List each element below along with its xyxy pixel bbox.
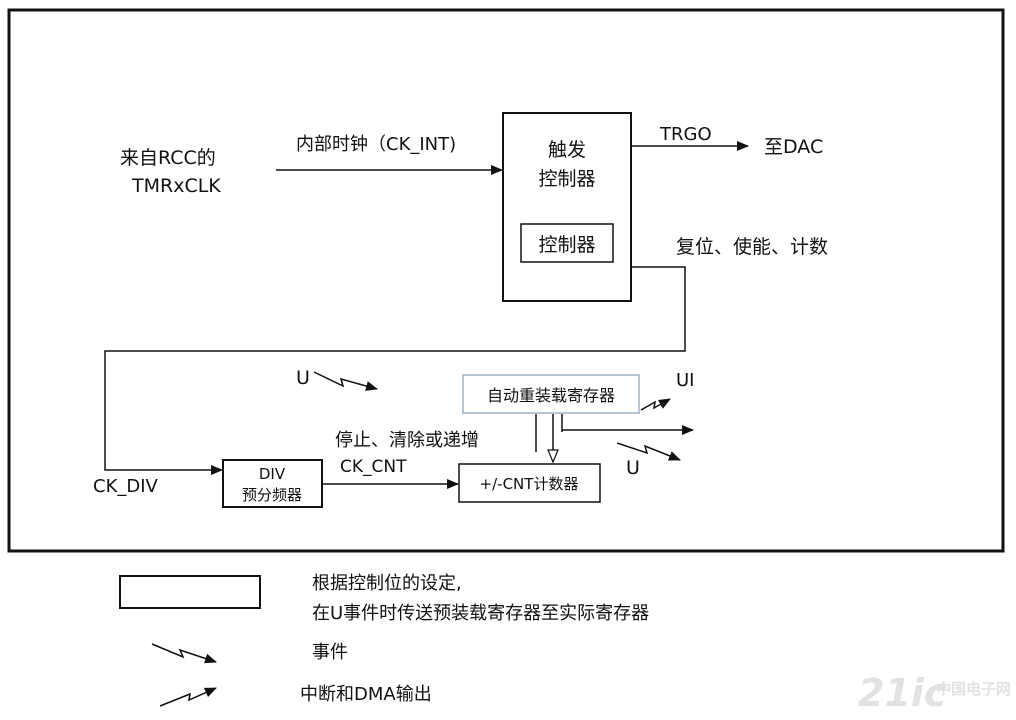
ui-label: UI [676,370,694,391]
outer-frame [7,8,1005,553]
ck-div-label: CK_DIV [93,476,159,497]
div-prescaler-block [222,459,323,508]
trgo-label: TRGO [659,124,712,145]
trigger-controller-block [502,112,632,302]
auto-reload-label: 自动重装载寄存器 [487,386,615,405]
rcc-label-line2: TMRxCLK [131,175,221,197]
legend-box-desc-line1: 根据控制位的设定, [312,573,462,594]
trigger-label-line1: 触发 [548,139,586,161]
watermark-brand: 21ic [858,671,947,715]
event-zigzag-right [616,442,681,461]
stop-clear-label: 停止、清除或递增 [335,430,479,451]
auto-reload-register [462,374,640,414]
legend-event-symbol [151,643,217,664]
ck-int-label: 内部时钟（CK_INT) [296,134,456,155]
controller-box [520,223,614,263]
legend-box-desc-line2: 在U事件时传送预装载寄存器至实际寄存器 [312,603,649,624]
ck-div-path [104,266,686,475]
legend-box-symbol [119,575,261,609]
legend-interrupt-label: 中断和DMA输出 [300,684,432,705]
legend-event-label: 事件 [312,642,348,663]
ck-cnt-label: CK_CNT [340,457,407,477]
trigger-label-line2: 控制器 [538,168,595,190]
div-label-line2: 预分频器 [242,486,302,504]
reset-enable-count-label: 复位、使能、计数 [676,236,828,258]
legend-interrupt-symbol [159,687,217,707]
controller-label: 控制器 [538,234,595,256]
u-event-label-top: U [296,367,310,389]
counter-block [458,463,601,503]
event-zigzag-top [313,371,378,391]
to-dac-label: 至DAC [764,136,823,158]
watermark-site: 中国电子网 [936,680,1011,698]
u-event-label-right: U [626,457,640,479]
counter-label: +/-CNT计数器 [480,475,579,493]
rcc-label-line1: 来自RCC的 [120,147,216,169]
ui-zigzag-arrow [640,398,671,411]
div-label-line1: DIV [259,465,286,483]
